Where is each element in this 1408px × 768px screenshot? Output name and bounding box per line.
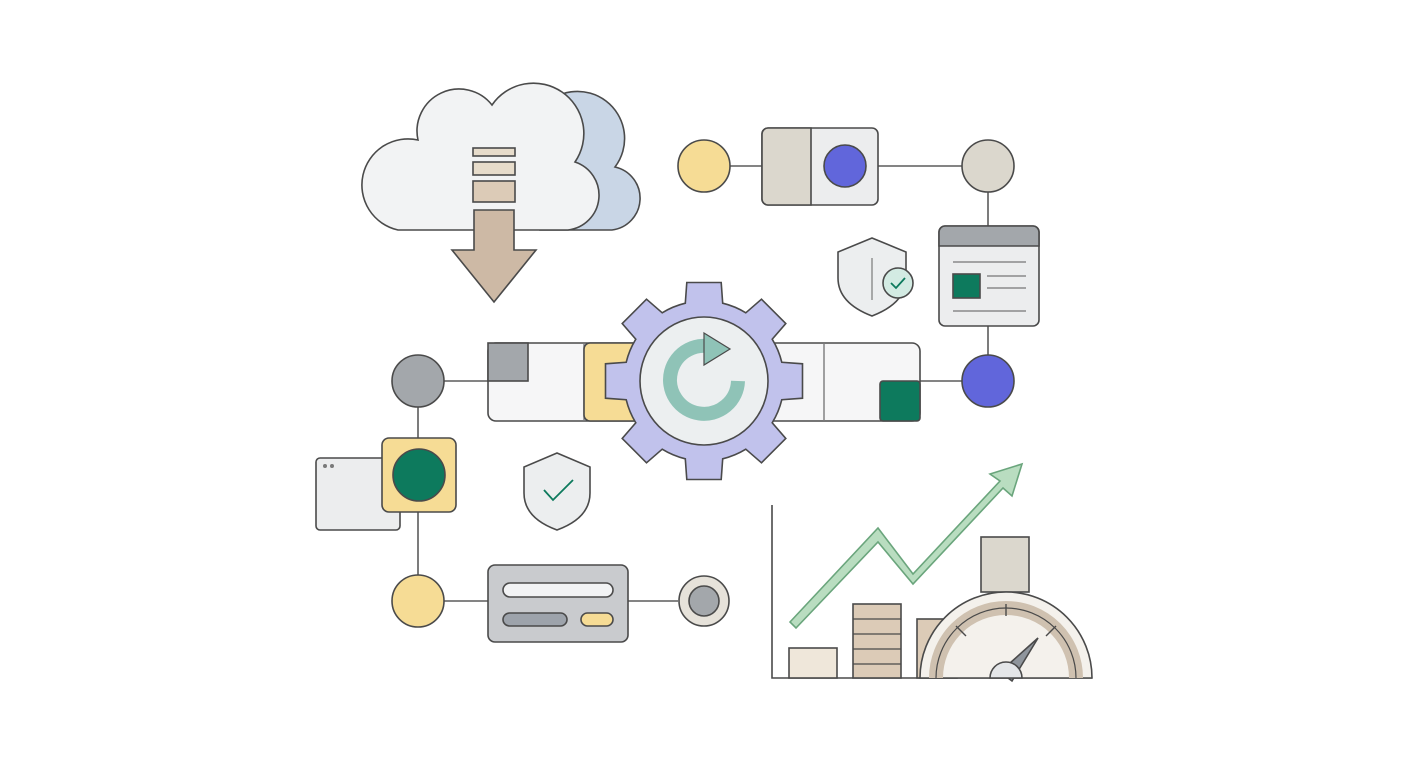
refresh-icon bbox=[663, 338, 745, 421]
trend-chart-icon bbox=[771, 462, 1092, 679]
node-gray-left bbox=[391, 354, 445, 408]
node-ring bbox=[678, 575, 730, 627]
chart-bar-1 bbox=[788, 647, 838, 679]
browser-title-bar bbox=[938, 225, 1040, 247]
mini-window-dot-2 bbox=[330, 464, 334, 468]
node-indigo-right bbox=[961, 354, 1015, 408]
chart-bar-4 bbox=[980, 536, 1030, 593]
shield-top-check-mark bbox=[890, 277, 906, 290]
shield-bottom-body bbox=[523, 452, 591, 531]
mini-window-dot-1 bbox=[323, 464, 327, 468]
gauge-face bbox=[919, 591, 1093, 679]
trend-arrow bbox=[788, 462, 1024, 630]
shield-bottom-check-mark bbox=[543, 479, 574, 502]
cloud-stack-bar-2 bbox=[472, 161, 516, 176]
cloud-download-icon bbox=[361, 82, 641, 304]
gauge-tick-3 bbox=[1045, 625, 1057, 637]
node-yellow-top bbox=[677, 139, 731, 193]
gear-sync-icon bbox=[604, 281, 804, 481]
node-ring-inner bbox=[688, 585, 720, 617]
node-yellow-bottom bbox=[391, 574, 445, 628]
form-panel-button-gray bbox=[502, 612, 568, 627]
form-panel-field bbox=[502, 582, 614, 598]
browser-window-icon bbox=[938, 225, 1040, 327]
cloud-stack-bar-3 bbox=[472, 180, 516, 203]
connector-lines bbox=[417, 165, 989, 602]
form-panel bbox=[487, 564, 629, 643]
gear-inner-disc bbox=[639, 316, 769, 446]
gauge-hub bbox=[989, 661, 1023, 679]
speedometer-icon bbox=[919, 591, 1093, 683]
split-card-left bbox=[761, 127, 812, 206]
progress-bar-gray-block bbox=[487, 342, 529, 382]
shield-check-icon bbox=[837, 237, 914, 317]
chart-bar-2 bbox=[852, 603, 902, 679]
yellow-tile-green-dot bbox=[392, 448, 446, 502]
download-arrow-icon bbox=[450, 209, 538, 304]
split-card bbox=[761, 127, 879, 206]
split-card-dot bbox=[823, 144, 867, 188]
shield-check-icon bbox=[523, 452, 591, 531]
form-panel-frame bbox=[487, 564, 629, 643]
refresh-arrow-head bbox=[703, 331, 732, 367]
node-gray-top-right bbox=[961, 139, 1015, 193]
cloud-stack-bar-1 bbox=[472, 147, 516, 157]
shield-top-check-badge bbox=[882, 267, 914, 299]
gauge-tick-1 bbox=[955, 625, 967, 637]
browser-image-block bbox=[952, 273, 981, 299]
progress-bar-green-block bbox=[879, 380, 921, 422]
mini-window-with-tile bbox=[315, 437, 457, 531]
form-panel-button-yellow bbox=[580, 612, 614, 627]
